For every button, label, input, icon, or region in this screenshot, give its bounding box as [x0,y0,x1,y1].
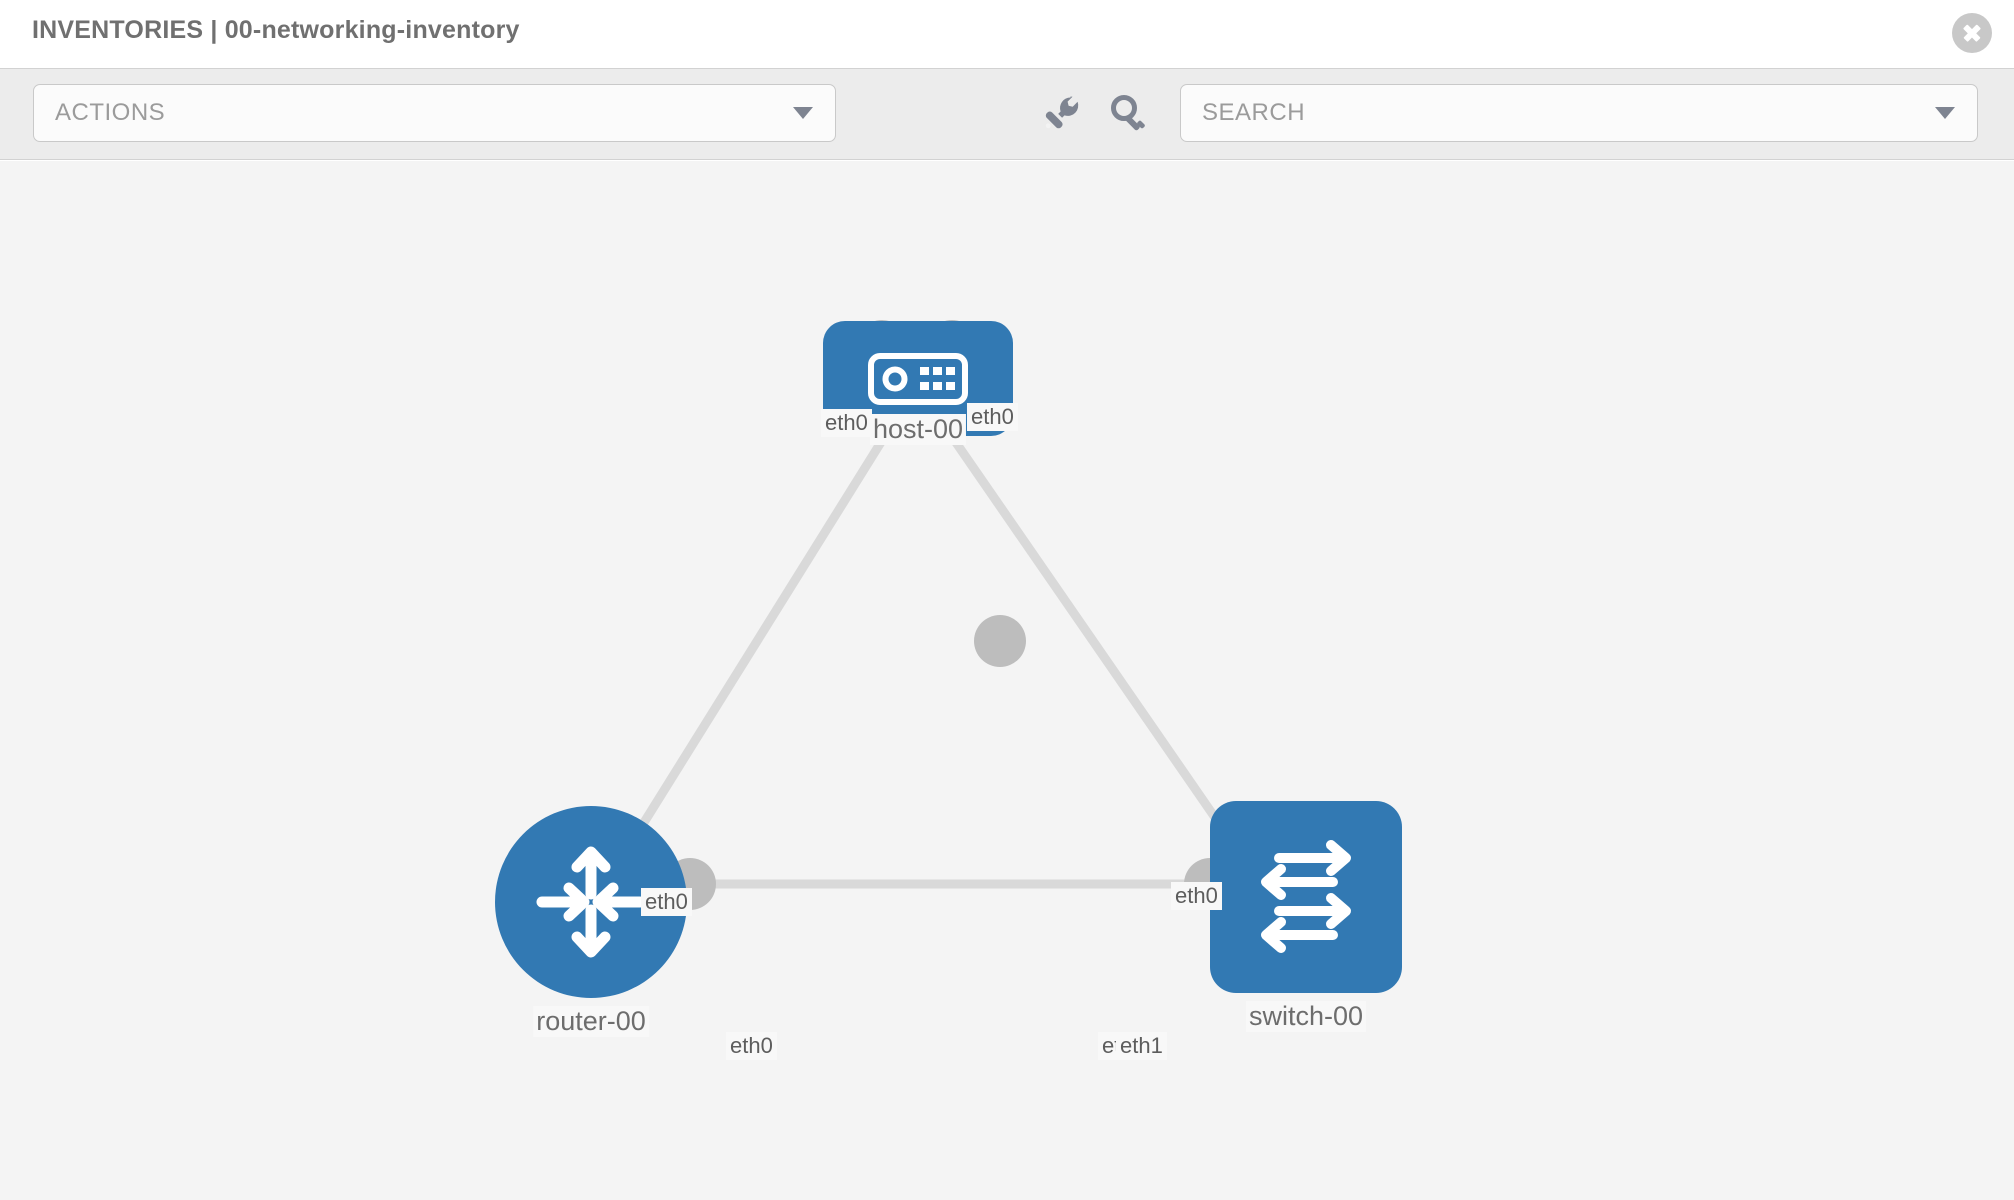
switch-node-shape [1210,801,1402,993]
interface-label-switch-up[interactable]: eth0 [1171,882,1222,910]
topology-node-switch-00[interactable]: switch-00 [1210,801,1402,1061]
toolbar: ACTIONS SEARCH [0,68,2014,160]
topology-node-label: host-00 [869,414,967,445]
topology-node-label: switch-00 [1245,1001,1367,1032]
search-placeholder: SEARCH [1202,99,1306,126]
chevron-down-icon[interactable] [1935,107,1955,119]
chevron-down-icon [793,107,813,119]
topology-node-router-00[interactable]: router-00 [495,806,687,1066]
topology-node-host-00[interactable]: host-00 [823,316,1013,506]
interface-label-host-left[interactable]: eth0 [821,409,872,437]
actions-dropdown[interactable]: ACTIONS [33,84,836,142]
page-header: INVENTORIES | 00-networking-inventory [0,0,2014,68]
four-arrows-icon [536,846,646,958]
interface-label-host-right[interactable]: eth0 [967,403,1018,431]
topology-node-label: router-00 [533,1006,649,1037]
page-title: INVENTORIES | 00-networking-inventory [32,16,520,44]
interface-label-router-up[interactable]: eth0 [641,888,692,916]
wrench-icon[interactable] [1039,91,1083,135]
search-input[interactable]: SEARCH [1180,84,1978,142]
connector-switch-top [974,615,1026,667]
edge-host-router [616,428,892,864]
server-device-icon [868,352,968,405]
interface-label-router-right[interactable]: eth0 [726,1032,777,1060]
edge-host-switch [944,428,1249,864]
interface-label-switch-left[interactable]: eth1 [1116,1032,1167,1060]
actions-dropdown-label: ACTIONS [55,99,166,126]
topology-canvas[interactable]: host-00 [0,161,2014,1200]
key-icon[interactable] [1106,91,1150,135]
bidirectional-arrows-icon [1261,840,1351,953]
close-icon[interactable] [1952,13,1992,53]
